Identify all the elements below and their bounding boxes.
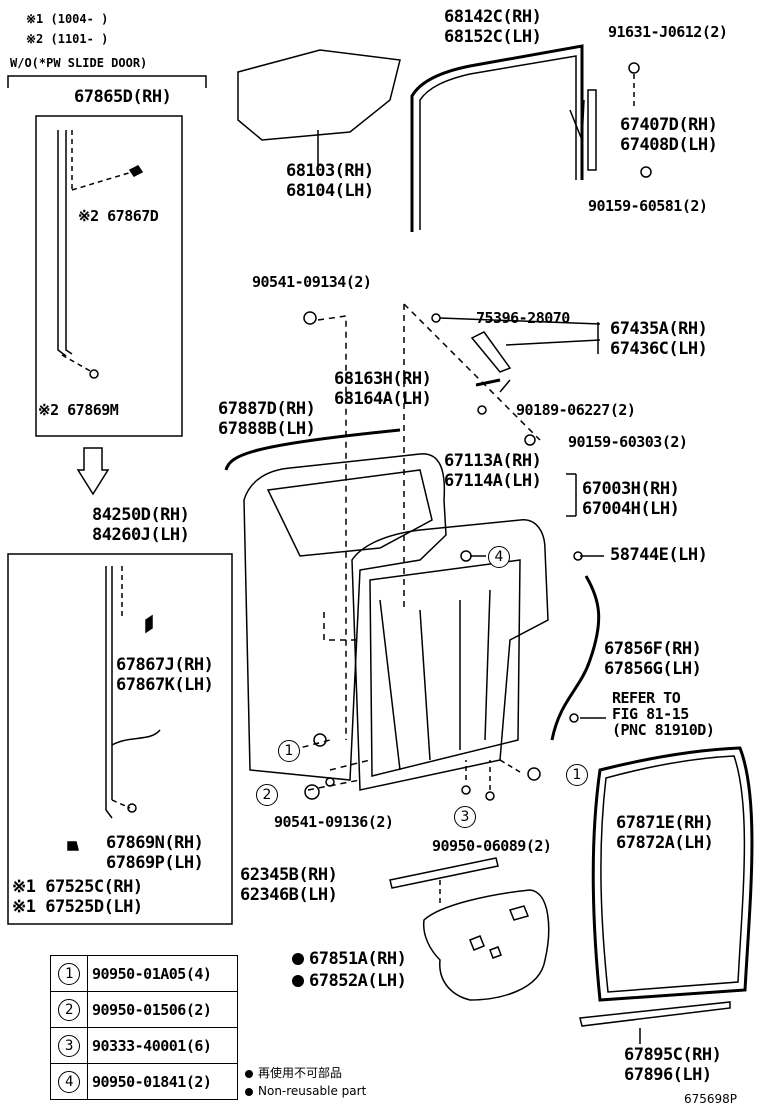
table-cell-num: 2 <box>50 991 88 1028</box>
legend-en: Non-reusable part <box>245 1084 366 1098</box>
part-label-67004h[interactable]: 67004H(LH) <box>582 499 680 519</box>
part-label-67896[interactable]: 67896(LH) <box>624 1065 712 1085</box>
part-label-67865d[interactable]: 67865D(RH) <box>74 87 172 107</box>
part-label-67408d[interactable]: 67408D(LH) <box>620 135 718 155</box>
part-number: 67852A(LH) <box>309 971 407 991</box>
part-label-67436c[interactable]: 67436C(LH) <box>610 339 708 359</box>
table-cell-num: 4 <box>50 1063 88 1100</box>
part-label-68103[interactable]: 68103(RH) <box>286 161 374 181</box>
part-label-91631[interactable]: 91631-J0612(2) <box>608 23 728 41</box>
part-label-90159-60581[interactable]: 90159-60581(2) <box>588 197 708 215</box>
part-label-67871e[interactable]: 67871E(RH) <box>616 813 714 833</box>
part-label-67869n[interactable]: 67869N(RH) <box>106 833 204 853</box>
table-cell-part[interactable]: 90950-01A05(4) <box>87 955 238 992</box>
legend-text: Non-reusable part <box>258 1084 367 1098</box>
part-label-68164a[interactable]: 68164A(LH) <box>334 389 432 409</box>
callout-num: 1 <box>58 962 80 985</box>
table-row: 3 90333-40001(6) <box>50 1027 238 1064</box>
refer-line-3: (PNC 81910D) <box>612 721 715 739</box>
part-label-84260j[interactable]: 84260J(LH) <box>92 525 190 545</box>
part-label-67852a[interactable]: 67852A(LH) <box>292 971 407 991</box>
part-label-68104[interactable]: 68104(LH) <box>286 181 374 201</box>
legend-dot-icon <box>245 1087 253 1096</box>
part-label-90189[interactable]: 90189-06227(2) <box>516 401 636 419</box>
table-cell-num: 3 <box>50 1027 88 1064</box>
part-label-75396[interactable]: 75396-28070 <box>476 309 570 327</box>
part-label-67856f[interactable]: 67856F(RH) <box>604 639 702 659</box>
part-label-67525d[interactable]: ※1 67525D(LH) <box>12 897 143 917</box>
callout-1-left[interactable]: 1 <box>278 740 300 762</box>
part-label-67407d[interactable]: 67407D(RH) <box>620 115 718 135</box>
table-cell-part[interactable]: 90950-01506(2) <box>87 991 238 1028</box>
callout-1-right[interactable]: 1 <box>566 764 588 786</box>
part-label-84250d[interactable]: 84250D(RH) <box>92 505 190 525</box>
part-label-67895c[interactable]: 67895C(RH) <box>624 1045 722 1065</box>
callout-num: 2 <box>58 998 80 1021</box>
table-row: 4 90950-01841(2) <box>50 1063 238 1100</box>
non-reusable-dot <box>292 975 304 987</box>
callout-3[interactable]: 3 <box>454 806 476 828</box>
part-label-67525c[interactable]: ※1 67525C(RH) <box>12 877 143 897</box>
part-label-62346b[interactable]: 62346B(LH) <box>240 885 338 905</box>
table-cell-part[interactable]: 90333-40001(6) <box>87 1027 238 1064</box>
part-label-90541-09136[interactable]: 90541-09136(2) <box>274 813 394 831</box>
part-label-90950-06089[interactable]: 90950-06089(2) <box>432 837 552 855</box>
part-label-67114a[interactable]: 67114A(LH) <box>444 471 542 491</box>
legend-text: 再使用不可部品 <box>258 1066 343 1080</box>
part-label-67869m[interactable]: ※2 67869M <box>38 401 119 419</box>
refer-line-1: REFER TO <box>612 689 681 707</box>
callout-4[interactable]: 4 <box>488 546 510 568</box>
legend-dot-icon <box>245 1069 253 1078</box>
part-label-58744e[interactable]: 58744E(LH) <box>610 545 708 565</box>
refer-line-2[interactable]: FIG 81-15 <box>612 705 689 723</box>
table-cell-num: 1 <box>50 955 88 992</box>
part-label-90541-09134[interactable]: 90541-09134(2) <box>252 273 372 291</box>
part-label-67867d[interactable]: ※2 67867D <box>78 207 159 225</box>
callout-2[interactable]: 2 <box>256 784 278 806</box>
part-label-67869p[interactable]: 67869P(LH) <box>106 853 204 873</box>
part-label-67867k[interactable]: 67867K(LH) <box>116 675 214 695</box>
table-row: 2 90950-01506(2) <box>50 991 238 1028</box>
part-label-68142c[interactable]: 68142C(RH) <box>444 7 542 27</box>
part-label-68163h[interactable]: 68163H(RH) <box>334 369 432 389</box>
note-1: ※1 (1004- ) <box>26 12 109 26</box>
part-label-67888b[interactable]: 67888B(LH) <box>218 419 316 439</box>
figure-id: 675698P <box>684 1092 738 1106</box>
note-2: ※2 (1101- ) <box>26 32 109 46</box>
common-parts-table: 1 90950-01A05(4) 2 90950-01506(2) 3 9033… <box>50 955 238 1100</box>
part-number: 67851A(RH) <box>309 949 407 969</box>
part-label-67113a[interactable]: 67113A(RH) <box>444 451 542 471</box>
part-label-90159-60303[interactable]: 90159-60303(2) <box>568 433 688 451</box>
part-label-67003h[interactable]: 67003H(RH) <box>582 479 680 499</box>
part-label-67887d[interactable]: 67887D(RH) <box>218 399 316 419</box>
non-reusable-dot <box>292 953 304 965</box>
part-label-67435a[interactable]: 67435A(RH) <box>610 319 708 339</box>
legend-jp: 再使用不可部品 <box>245 1066 342 1080</box>
part-label-67856g[interactable]: 67856G(LH) <box>604 659 702 679</box>
table-cell-part[interactable]: 90950-01841(2) <box>87 1063 238 1100</box>
part-label-68152c[interactable]: 68152C(LH) <box>444 27 542 47</box>
table-row: 1 90950-01A05(4) <box>50 955 238 992</box>
part-label-62345b[interactable]: 62345B(RH) <box>240 865 338 885</box>
part-label-67867j[interactable]: 67867J(RH) <box>116 655 214 675</box>
part-label-67851a[interactable]: 67851A(RH) <box>292 949 407 969</box>
callout-num: 4 <box>58 1070 80 1093</box>
callout-num: 3 <box>58 1034 80 1057</box>
group-title: W/O(*PW SLIDE DOOR) <box>10 56 148 70</box>
part-label-67872a[interactable]: 67872A(LH) <box>616 833 714 853</box>
